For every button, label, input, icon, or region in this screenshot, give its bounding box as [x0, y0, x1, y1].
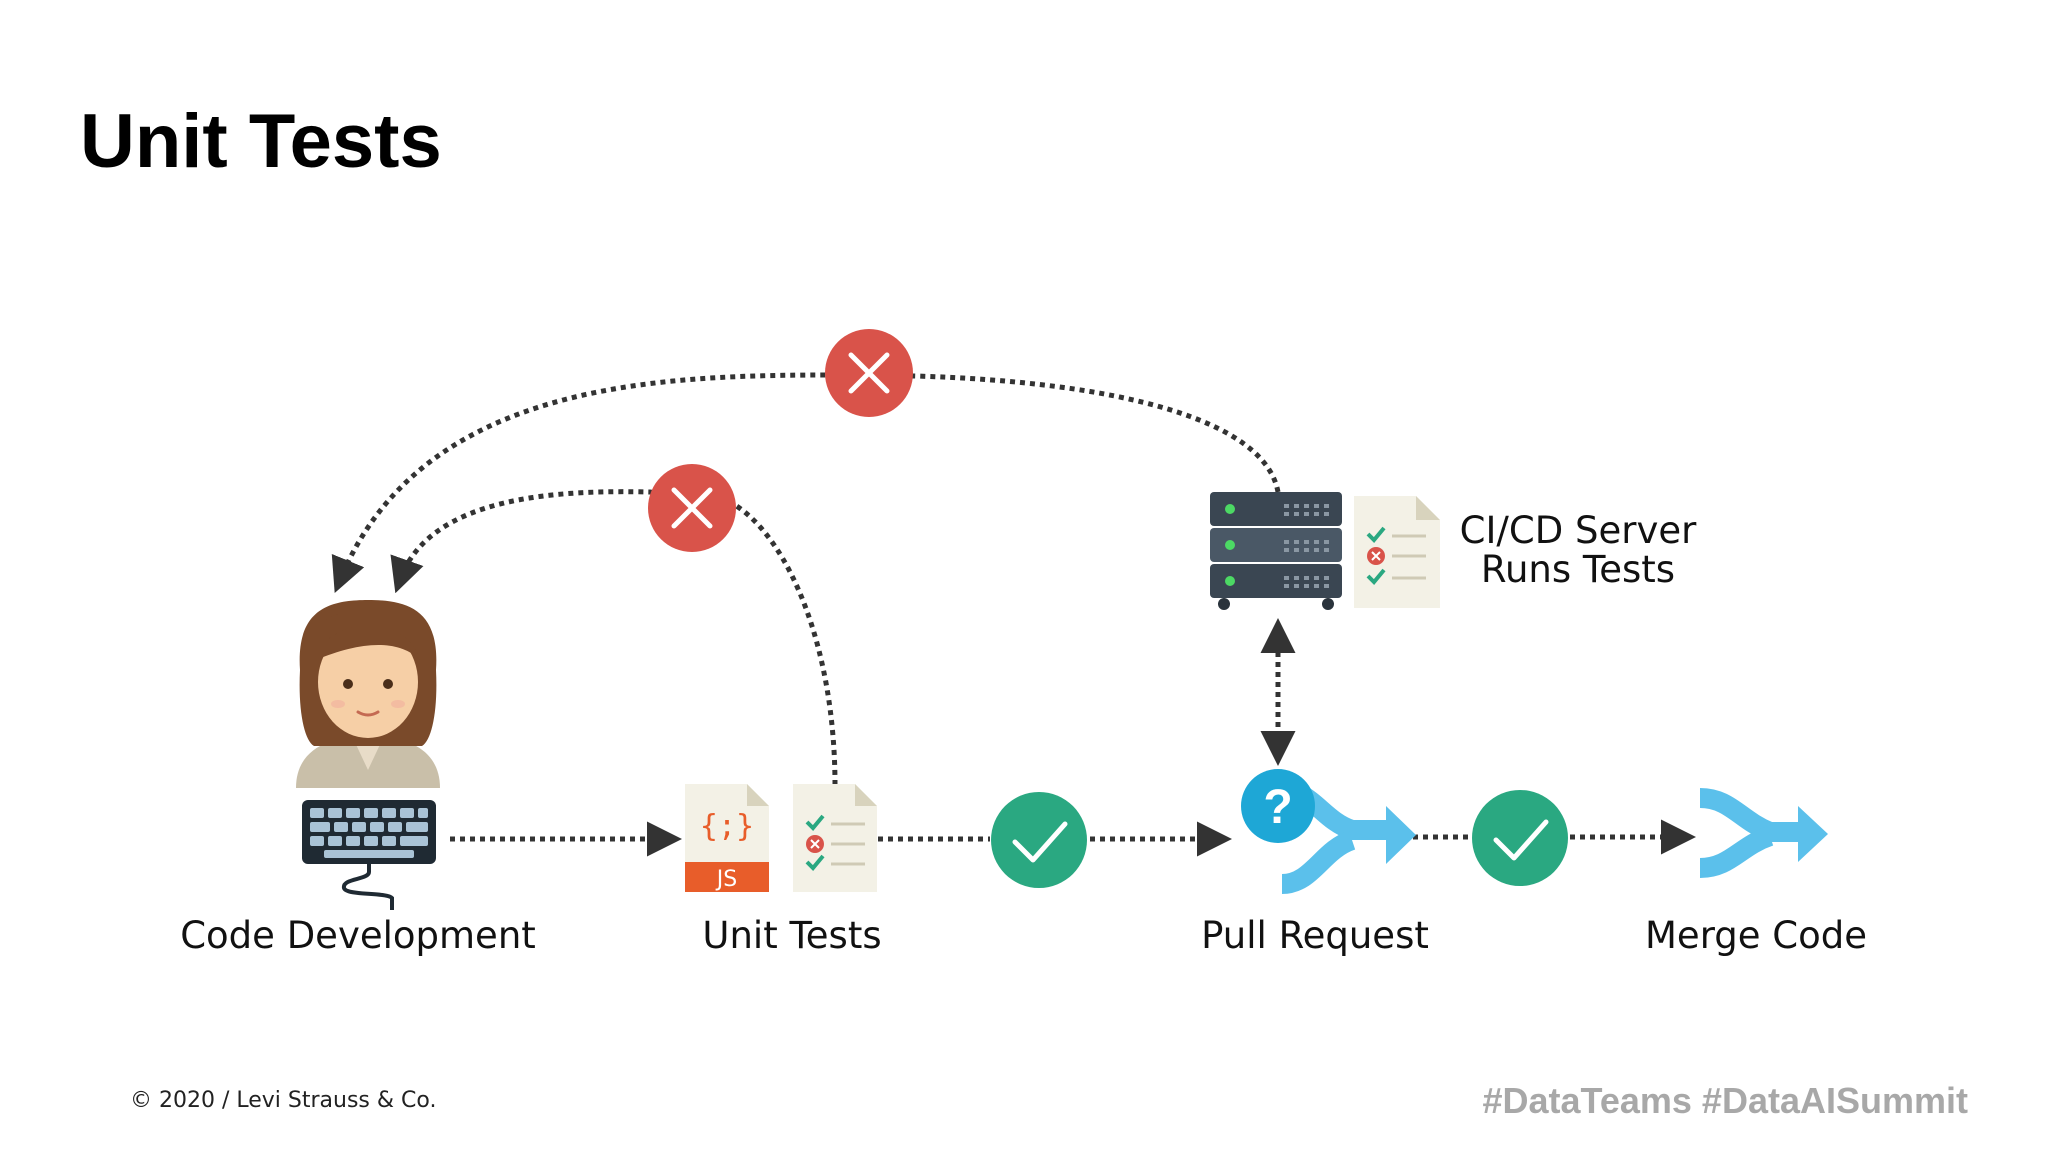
js-file-braces: {;}	[700, 809, 754, 844]
merge-code-label: Merge Code	[1645, 914, 1867, 957]
test-checklist-icon	[793, 784, 877, 892]
x-circle-icon	[648, 464, 736, 552]
js-file-icon: {;} JS	[685, 784, 769, 892]
slide-title: Unit Tests	[80, 99, 442, 184]
ci-server-label-line2: Runs Tests	[1480, 547, 1676, 591]
js-file-badge: JS	[715, 867, 737, 892]
ci-server-label-line1: CI/CD Server	[1459, 509, 1697, 552]
check-circle-icon	[1472, 790, 1568, 886]
footer-copyright: © 2020 / Levi Strauss & Co.	[130, 1088, 437, 1113]
check-circle-icon	[991, 792, 1087, 888]
developer-avatar-icon	[296, 600, 440, 788]
test-checklist-icon	[1354, 496, 1440, 608]
question-mark: ?	[1263, 781, 1292, 834]
x-circle-icon	[825, 329, 913, 417]
merge-arrow-icon	[1699, 788, 1828, 878]
footer-hashtags: #DataTeams #DataAISummit	[1482, 1080, 1968, 1121]
ci-server-label: CI/CD Server Runs Tests	[1459, 509, 1697, 591]
unit-fail-return-arrow	[390, 489, 838, 786]
question-circle-icon: ?	[1241, 769, 1315, 843]
ci-fail-return-arrow	[331, 372, 1281, 593]
code-development-label: Code Development	[180, 914, 536, 957]
pull-request-label: Pull Request	[1201, 914, 1429, 957]
server-rack-icon	[1210, 492, 1342, 610]
unit-tests-label: Unit Tests	[702, 914, 882, 957]
connectors	[331, 372, 1696, 857]
keyboard-icon	[302, 800, 436, 910]
